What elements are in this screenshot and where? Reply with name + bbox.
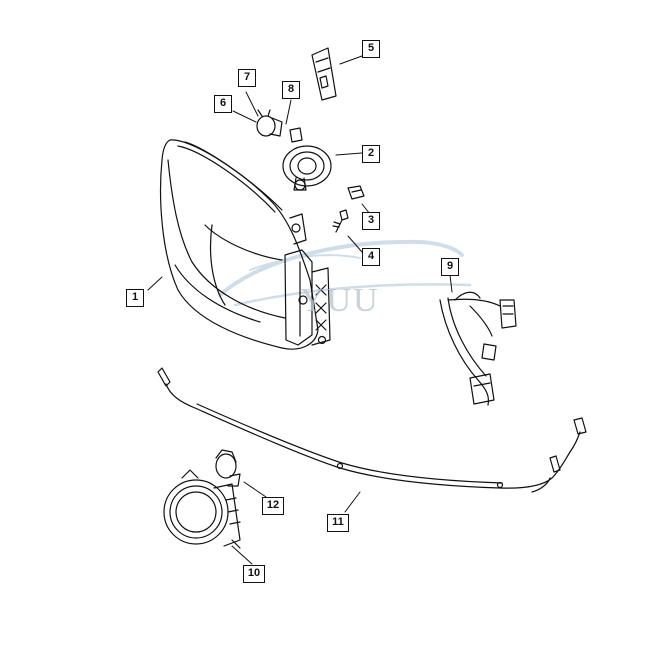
fog-lamp-bulb — [215, 449, 241, 487]
fog-lamp-wiring — [157, 367, 587, 493]
watermark-text: YUU — [300, 282, 380, 319]
callout-6: 6 — [214, 95, 232, 113]
callout-2: 2 — [362, 145, 380, 163]
callout-8: 8 — [282, 81, 300, 99]
callout-1: 1 — [126, 289, 144, 307]
socket — [256, 109, 283, 137]
clip-nut — [347, 185, 365, 200]
callout-5: 5 — [362, 40, 380, 58]
callout-7: 7 — [238, 69, 256, 87]
callout-10: 10 — [243, 565, 265, 583]
callout-4: 4 — [362, 248, 380, 266]
bulb-socket-cover — [282, 145, 332, 191]
callout-9: 9 — [441, 258, 459, 276]
retainer — [289, 127, 303, 143]
bulb — [311, 47, 337, 101]
watermark-swoosh — [218, 239, 472, 307]
callout-3: 3 — [362, 212, 380, 230]
leader-lines — [147, 55, 453, 565]
callout-12: 12 — [262, 497, 284, 515]
fog-lamp — [163, 469, 241, 549]
callout-11: 11 — [327, 514, 349, 532]
headlamp-wiring-harness — [439, 291, 517, 406]
screw — [332, 209, 349, 233]
headlamp-assembly — [159, 139, 331, 350]
